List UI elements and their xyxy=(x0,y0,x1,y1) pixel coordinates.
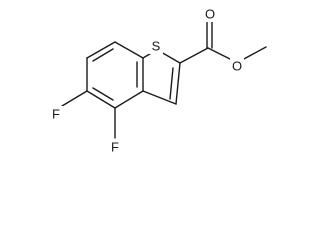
bond-c7a-c7 xyxy=(114,41,144,59)
ester-oxygen-label: O xyxy=(232,59,242,74)
bond-c4-c3a xyxy=(114,90,144,109)
thiophene-ring xyxy=(142,47,181,105)
benzene-ring xyxy=(86,41,144,109)
bond-c5-c4 xyxy=(86,90,116,109)
double-bond-c5-c4 xyxy=(92,87,114,101)
molecule-drawing: S O O F F xyxy=(49,6,267,155)
bond-c3-c3a xyxy=(142,90,177,105)
bond-c7-c6 xyxy=(86,41,116,59)
bond-c5-f xyxy=(61,90,88,107)
bond-c2-carbonyl xyxy=(179,47,209,64)
fluorine-5-label-bg xyxy=(49,106,63,122)
bond-c2-c3 xyxy=(175,62,181,105)
ester-oxygen-label-bg xyxy=(230,58,244,74)
fluorine-4-label: F xyxy=(111,140,119,155)
atom-labels: S O O F F xyxy=(49,6,244,155)
bond-carbonyl-ester-o xyxy=(207,47,233,61)
fluorine-4-label-bg xyxy=(108,139,122,155)
carbonyl-oxygen-label-bg xyxy=(203,6,217,22)
carbonyl-oxygen-label: O xyxy=(205,7,215,22)
sulfur-label: S xyxy=(152,39,161,54)
methyl-ester-group xyxy=(179,19,267,64)
double-bond-c7-c6 xyxy=(92,48,114,62)
double-bond-c2-c3 xyxy=(169,67,174,100)
sulfur-label-bg xyxy=(149,38,163,54)
fluorine-5-label: F xyxy=(52,107,60,122)
structure-canvas: S O O F F xyxy=(49,6,267,155)
fluorine-substituents xyxy=(61,90,116,139)
bond-ester-o-methyl xyxy=(241,46,267,61)
